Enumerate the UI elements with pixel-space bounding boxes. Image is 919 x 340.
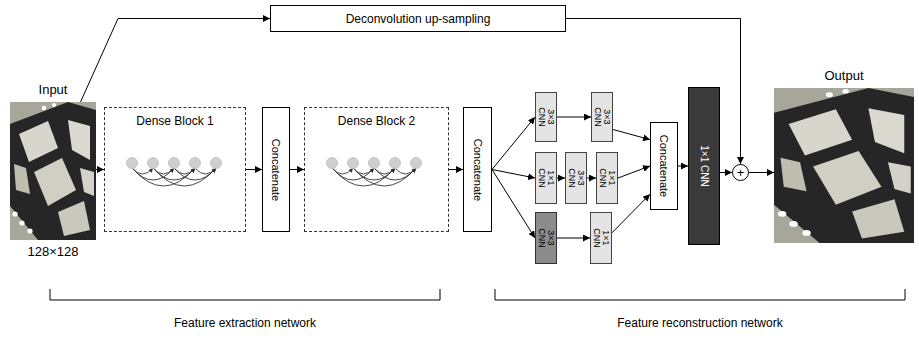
image-caption: Output xyxy=(824,68,863,83)
arrow-connector xyxy=(587,178,596,179)
image-caption: Input xyxy=(39,82,68,97)
conv-box: 3×3 CNN xyxy=(591,92,613,142)
arrow-connector xyxy=(557,117,591,118)
conv-box: 1×1 CNN xyxy=(688,87,720,245)
arrow-connector xyxy=(492,170,535,239)
node-label: 1×1 CNN xyxy=(592,226,610,250)
conv-box: 3×3 CNN xyxy=(535,92,557,142)
node-label: Concatenate xyxy=(472,138,484,200)
arrow-connector xyxy=(492,170,535,179)
size-label: 128×128 xyxy=(28,244,79,259)
node-label: 3×3 CNN xyxy=(537,105,555,129)
output-image xyxy=(774,88,914,243)
node-label: Dense Block 2 xyxy=(305,114,448,128)
node-label: Dense Block 1 xyxy=(105,114,245,128)
node-label: 3×3 CNN xyxy=(593,105,611,129)
arrow-connector xyxy=(449,169,463,170)
dense-block: Dense Block 2 xyxy=(304,107,449,232)
conv-box: 3×3 CNN xyxy=(535,212,557,264)
arrow-connector xyxy=(557,178,565,179)
conv-box: 1×1 CNN xyxy=(596,152,618,204)
input-image-frame: Input128×128 xyxy=(10,102,96,240)
conv-box: 1×1 CNN xyxy=(590,212,612,264)
arrow-connector xyxy=(81,19,270,103)
section-label: Feature reconstruction network xyxy=(617,316,782,330)
conv-box: 3×3 CNN xyxy=(565,152,587,204)
arrow-connector xyxy=(492,117,535,170)
output-image-frame: Output xyxy=(774,88,914,243)
node-label: + xyxy=(737,166,745,179)
node-label: 1×1 CNN xyxy=(699,145,710,186)
concat-box: Concatenate xyxy=(650,122,678,210)
arrow-connector xyxy=(678,166,688,167)
input-image xyxy=(10,102,96,240)
arrow-connector xyxy=(618,166,650,178)
node-label: Concatenate xyxy=(270,138,282,200)
arrow-connector xyxy=(557,238,590,239)
node-label: Concatenate xyxy=(658,135,670,197)
arrow-connector xyxy=(613,130,650,140)
node-label: Deconvolution up-sampling xyxy=(346,12,491,26)
concat-box: Concatenate xyxy=(463,107,492,232)
conv-box: 1×1 CNN xyxy=(535,152,557,204)
sum-node: + xyxy=(732,164,749,181)
arrow-connector xyxy=(246,169,262,170)
arrow-connector xyxy=(720,172,732,173)
node-label: 3×3 CNN xyxy=(537,226,555,250)
bracket xyxy=(50,289,905,300)
arrow-connector xyxy=(96,169,104,170)
dense-block: Dense Block 1 xyxy=(104,107,246,232)
arrow-connector xyxy=(749,172,774,173)
node-label: 1×1 CNN xyxy=(537,166,555,190)
node-label: 1×1 CNN xyxy=(598,166,616,190)
arrow-connector xyxy=(290,169,304,170)
section-label: Feature extraction network xyxy=(174,316,316,330)
process-box: Deconvolution up-sampling xyxy=(270,5,566,32)
node-label: 3×3 CNN xyxy=(567,166,585,190)
concat-box: Concatenate xyxy=(262,107,290,232)
